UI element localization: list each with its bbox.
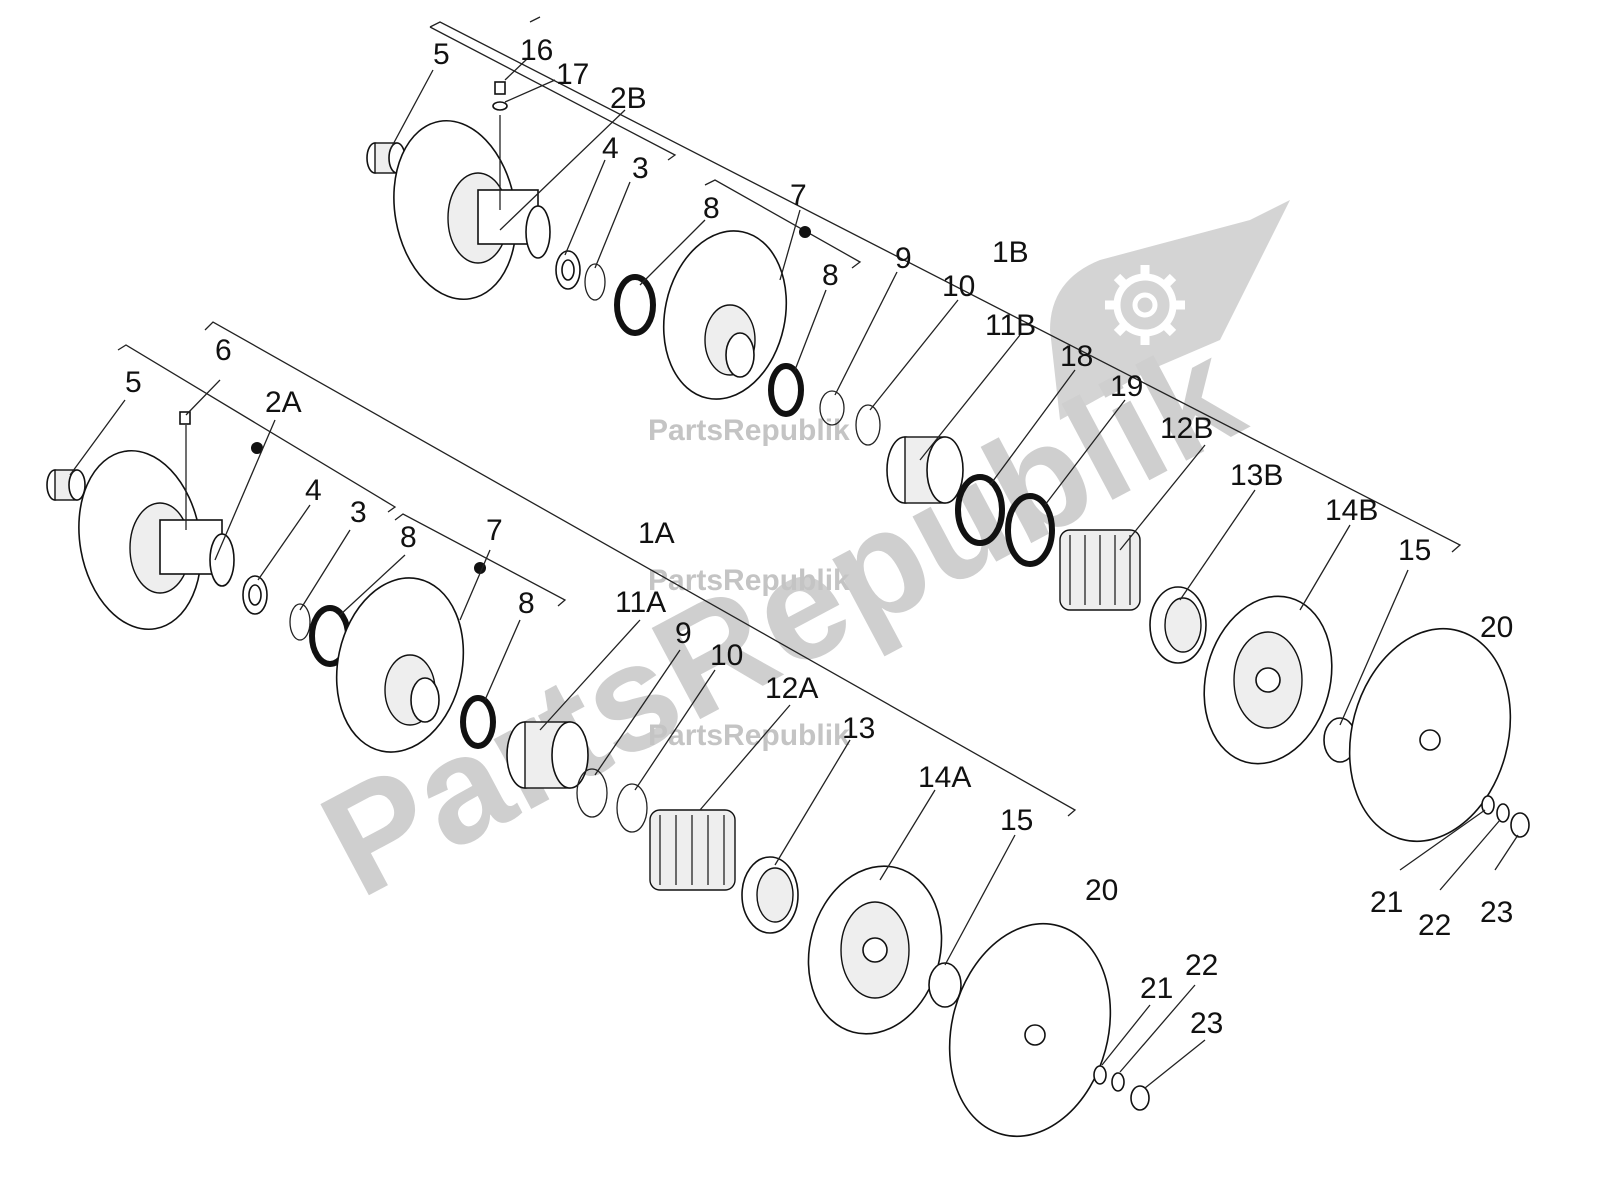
callout-label: 22 — [1418, 909, 1451, 942]
callout-label: 15 — [1398, 534, 1431, 567]
bottom-assembly — [46, 411, 1150, 1138]
callout-label: 3 — [632, 152, 649, 185]
callout-label: 7 — [486, 514, 503, 547]
callout-label: 8 — [518, 587, 535, 620]
watermark-small-text-2: PartsRepublik — [648, 564, 850, 597]
watermark-small-text-3: PartsRepublik — [648, 719, 850, 752]
washer-21-bottom — [1093, 1065, 1107, 1085]
callout-label: 4 — [305, 474, 322, 507]
washer-21-top — [1481, 795, 1495, 815]
callout-label: 6 — [215, 334, 232, 367]
clutch-bell-20-bottom — [948, 922, 1112, 1138]
callout-label: 14A — [918, 761, 971, 794]
callout-label: 10 — [710, 639, 743, 672]
fixed-pulley-2A — [78, 425, 263, 631]
callout-label: 15 — [1000, 804, 1033, 837]
callout-label: 9 — [895, 242, 912, 275]
o-ring-8-bottom-b — [460, 695, 496, 749]
leader-lines — [69, 57, 1519, 1089]
callout-label: 5 — [433, 38, 450, 71]
ring-10-top — [855, 404, 881, 446]
callout-label: 18 — [1060, 340, 1093, 373]
callout-label: 5 — [125, 366, 142, 399]
clutch-shoes-14B — [1203, 595, 1333, 765]
callout-label: 8 — [822, 259, 839, 292]
callout-label: 22 — [1185, 949, 1218, 982]
nut-23-top — [1510, 812, 1530, 838]
callout-label: 11B — [985, 309, 1036, 342]
bearing-4-bottom — [242, 575, 268, 615]
callout-label: 14B — [1325, 494, 1378, 527]
callout-label: 12B — [1160, 412, 1213, 445]
screw-16-top — [492, 81, 508, 111]
bearing-4-top — [555, 250, 581, 290]
movable-pulley-7-top — [662, 226, 811, 400]
callout-label: 2B — [610, 82, 647, 115]
callout-label: 20 — [1085, 874, 1118, 907]
bushing-11A — [506, 721, 589, 789]
cup-13B — [1149, 586, 1207, 664]
callout-label: 7 — [790, 179, 807, 212]
screw-6 — [179, 411, 191, 425]
watermark: PartsRepublik PartsRepublik PartsRepubli… — [296, 200, 1290, 928]
group-brackets — [117, 16, 1462, 817]
callout-label: 9 — [675, 617, 692, 650]
callout-label: 11A — [615, 586, 666, 619]
nut-23-bottom — [1130, 1085, 1150, 1111]
callout-label: 8 — [400, 521, 417, 554]
washer-22-top — [1496, 803, 1510, 823]
callout-label: 8 — [703, 192, 720, 225]
fixed-pulley-2B — [393, 115, 551, 301]
movable-pulley-7-bottom — [335, 562, 486, 753]
callout-label: 21 — [1370, 886, 1403, 919]
o-ring-8-top-a — [614, 274, 656, 336]
ring-19 — [1005, 493, 1055, 567]
watermark-small-text-1: PartsRepublik — [648, 414, 850, 447]
callout-labels-top: 5 16 17 2B 4 3 8 7 8 9 10 1B 11B 18 19 1… — [433, 34, 1513, 942]
callout-label: 4 — [602, 132, 619, 165]
callout-label: 1A — [638, 517, 675, 550]
callout-label: 3 — [350, 496, 367, 529]
callout-label: 10 — [942, 270, 975, 303]
clutch-shoes-14A — [807, 865, 943, 1035]
ring-18 — [955, 474, 1005, 546]
callout-label: 17 — [556, 58, 589, 91]
callout-label: 20 — [1480, 611, 1513, 644]
spring-12A — [649, 809, 736, 891]
spring-12B — [1059, 529, 1141, 611]
callout-label: 12A — [765, 672, 818, 705]
bushing-11B — [886, 436, 964, 504]
o-ring-8-top-b — [768, 363, 804, 417]
callout-labels-bottom: 5 6 2A 4 3 8 7 1A 11A 8 9 10 12A 13 14A … — [125, 334, 1223, 1040]
callout-label: 21 — [1140, 972, 1173, 1005]
ring-10-bottom — [616, 783, 648, 833]
nut-15-bottom — [928, 962, 962, 1008]
callout-label: 1B — [992, 236, 1029, 269]
callout-label: 13B — [1230, 459, 1283, 492]
needle-bearing-5-bottom — [46, 469, 86, 501]
callout-label: 16 — [520, 34, 553, 67]
washer-22-bottom — [1111, 1072, 1125, 1092]
callout-label: 13 — [842, 712, 875, 745]
callout-label: 19 — [1110, 370, 1143, 403]
gear-icon — [1105, 265, 1185, 345]
cup-13A — [741, 856, 799, 934]
circlip-3-top — [584, 263, 606, 301]
ring-9-bottom — [576, 768, 608, 818]
callout-label: 2A — [265, 386, 302, 419]
clutch-bell-20-top — [1348, 627, 1512, 843]
ring-9-top — [819, 390, 845, 426]
circlip-3-bottom — [289, 603, 311, 641]
callout-label: 23 — [1190, 1007, 1223, 1040]
callout-label: 23 — [1480, 896, 1513, 929]
top-assembly — [366, 81, 1530, 843]
